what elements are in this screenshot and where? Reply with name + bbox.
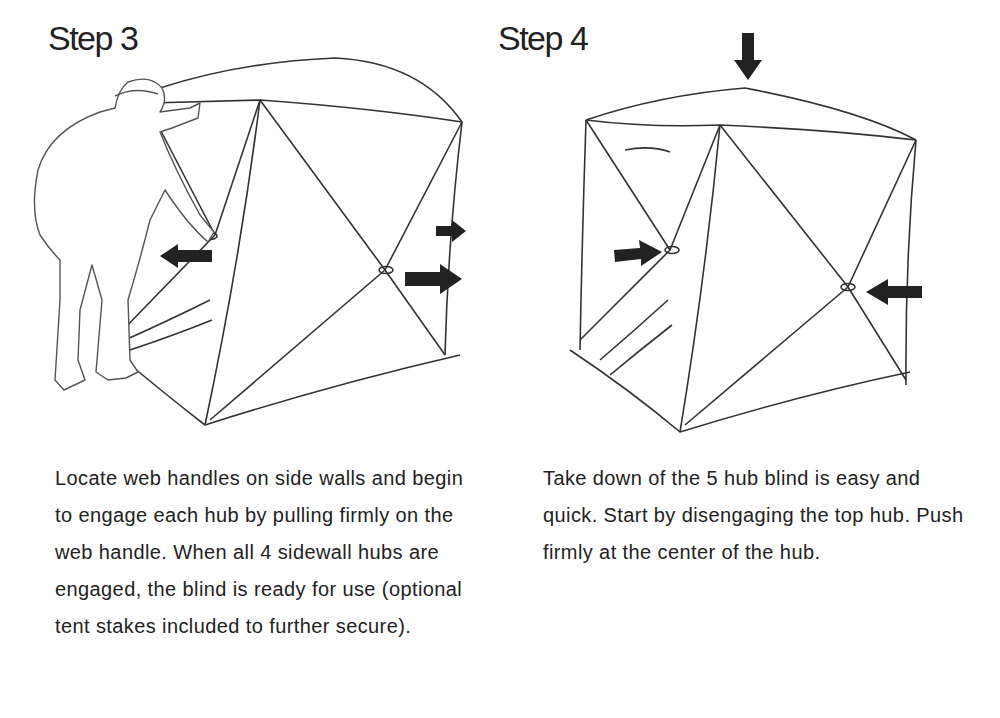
instruction-text: Locate web handles on side walls and beg… (55, 460, 480, 645)
tent-edge (685, 287, 906, 425)
tent-edge (385, 122, 462, 270)
tent-edge (586, 88, 916, 140)
fabric-fold (600, 300, 672, 375)
step3-arrows (160, 220, 466, 294)
arrow (614, 240, 662, 266)
arrow (405, 264, 462, 294)
step4-arrows (614, 33, 922, 305)
hub (841, 284, 855, 291)
fabric-fold (625, 148, 670, 152)
tent-edge (205, 100, 260, 425)
hub (379, 267, 393, 274)
arrow (436, 220, 466, 242)
cap-brim (115, 90, 158, 96)
step-heading: Step 4 (498, 18, 798, 58)
tent-edge (580, 250, 670, 340)
tent-edge (215, 100, 260, 235)
arrow (734, 33, 762, 80)
tent-edge (906, 140, 916, 385)
tent-edge (205, 355, 460, 425)
person (34, 79, 214, 390)
instruction-text: Take down of the 5 hub blind is easy and… (543, 460, 968, 571)
hub (665, 247, 679, 254)
tent-edge (680, 125, 720, 432)
tent-edge (570, 350, 910, 432)
tent-edge (580, 120, 586, 350)
tent-edge (586, 120, 720, 250)
step-heading: Step 3 (48, 18, 348, 58)
arrow (866, 279, 922, 305)
tent-edge (160, 58, 462, 122)
fabric-fold (125, 300, 212, 350)
arrow (160, 244, 212, 268)
step4-tent (570, 88, 916, 432)
tent-edge (586, 120, 916, 140)
tent-edge (260, 100, 445, 355)
tent-edge (720, 125, 916, 287)
person-outline (34, 79, 214, 390)
